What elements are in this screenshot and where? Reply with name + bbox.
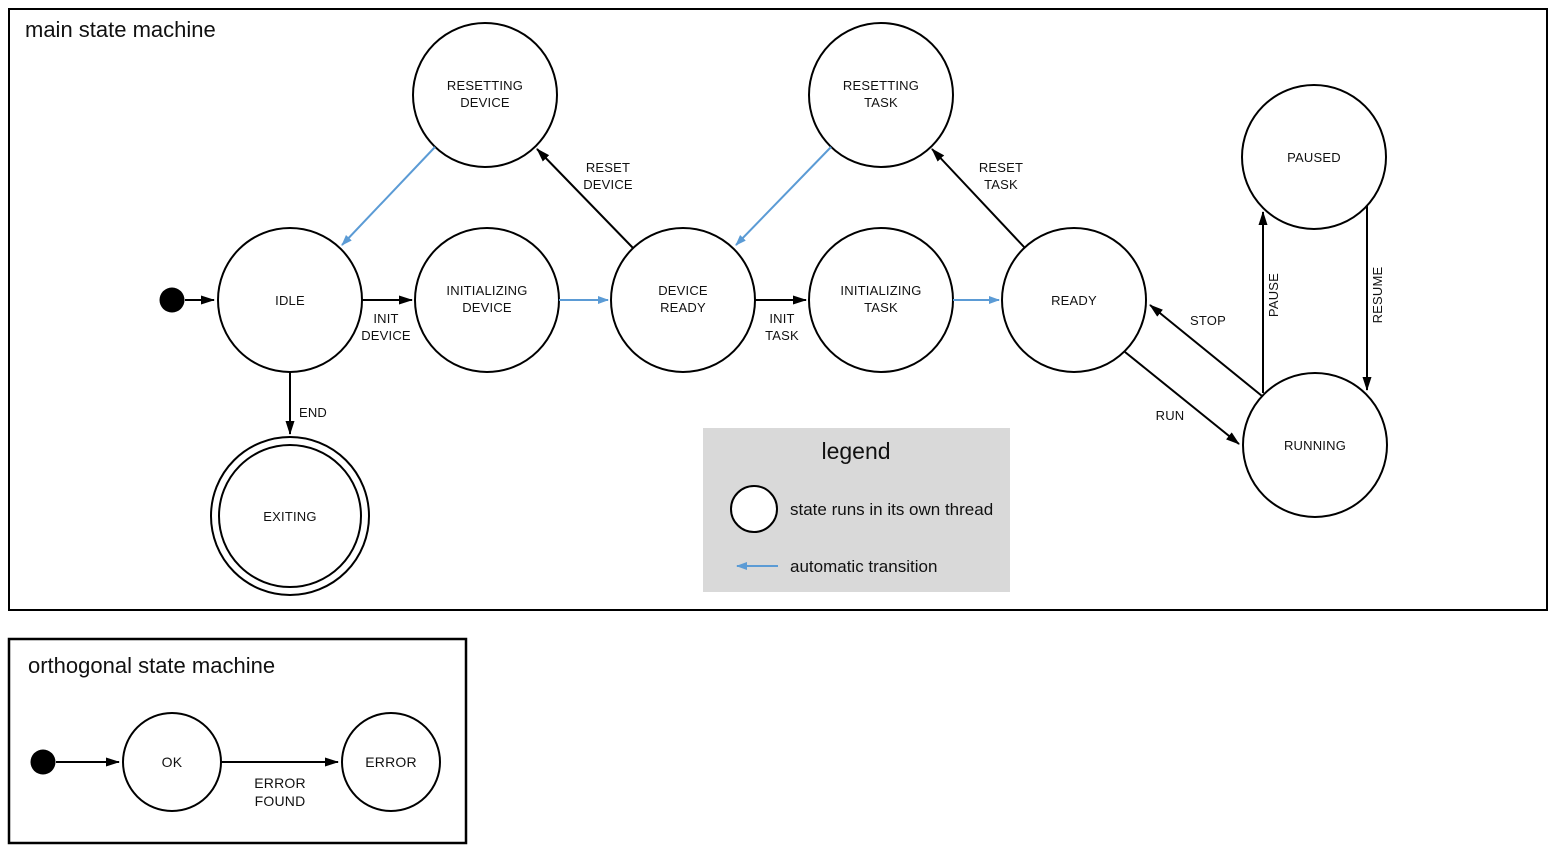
transition-reset-task — [931, 148, 1026, 249]
state-resetting-task — [808, 22, 954, 168]
state-resetting-device — [412, 22, 558, 168]
state-initializing-device-label-line2: DEVICE — [462, 300, 512, 315]
transition-error-found-label-line2: FOUND — [255, 793, 306, 809]
state-exiting-label: EXITING — [263, 509, 316, 524]
state-resetting-device-label-line1: RESETTING — [447, 78, 523, 93]
transition-reset-task-label-line1: RESET — [979, 160, 1023, 175]
transition-run — [1124, 351, 1240, 445]
state-resetting-device-label-line2: DEVICE — [460, 95, 510, 110]
orthogonal-machine-title: orthogonal state machine — [28, 653, 275, 678]
state-ready — [1001, 227, 1147, 373]
transition-stop — [1149, 304, 1263, 397]
state-initializing-task-label-line2: TASK — [864, 300, 898, 315]
transition-stop-label: STOP — [1190, 313, 1226, 328]
state-idle-label: IDLE — [275, 293, 305, 308]
transition-error-found-label-line1: ERROR — [254, 775, 306, 791]
legend-thread-state-icon — [730, 485, 778, 533]
transition-init-device-label-line1: INIT — [373, 311, 398, 326]
state-error — [341, 712, 441, 812]
main-machine-title: main state machine — [25, 17, 216, 42]
transition-reset-task-label-line2: TASK — [984, 177, 1018, 192]
transition-run-label: RUN — [1156, 408, 1185, 423]
state-ready-label: READY — [1051, 293, 1097, 308]
legend: legend state runs in its own thread auto… — [703, 428, 1010, 592]
auto-transition-resetting-task-to-device-ready — [735, 146, 832, 246]
transition-end-label: END — [299, 405, 327, 420]
legend-auto-transition-label: automatic transition — [790, 557, 937, 576]
transition-resume-label: RESUME — [1370, 266, 1385, 323]
state-running — [1242, 372, 1388, 518]
state-error-label: ERROR — [365, 754, 417, 770]
orthogonal-initial-state-dot — [30, 749, 56, 775]
state-running-label: RUNNING — [1284, 438, 1346, 453]
state-exiting — [218, 444, 362, 588]
state-resetting-task-label-line2: TASK — [864, 95, 898, 110]
state-initializing-task-label-line1: INITIALIZING — [840, 283, 921, 298]
main-state-machine-group: main state machine IDLE INITIALIZING — [8, 8, 1548, 611]
legend-title: legend — [821, 438, 890, 464]
state-device-ready-label-line2: READY — [660, 300, 706, 315]
state-initializing-device-label-line1: INITIALIZING — [446, 283, 527, 298]
state-resetting-task-label-line1: RESETTING — [843, 78, 919, 93]
state-device-ready-label-line1: DEVICE — [658, 283, 708, 298]
transition-init-task-label-line2: TASK — [765, 328, 799, 343]
transition-reset-device-label-line1: RESET — [586, 160, 630, 175]
transition-reset-device — [536, 148, 634, 249]
legend-thread-state-label: state runs in its own thread — [790, 500, 993, 519]
transition-pause-label: PAUSE — [1266, 273, 1281, 317]
state-paused — [1241, 84, 1387, 230]
transition-reset-device-label-line2: DEVICE — [583, 177, 633, 192]
state-ok-label: OK — [162, 754, 183, 770]
auto-transition-resetting-device-to-idle — [341, 146, 436, 246]
initial-state-dot — [159, 287, 185, 313]
state-paused-label: PAUSED — [1287, 150, 1341, 165]
transition-init-device-label-line2: DEVICE — [361, 328, 411, 343]
transition-init-task-label-line1: INIT — [769, 311, 794, 326]
orthogonal-state-machine-group: orthogonal state machine OK ERROR ERROR … — [7, 637, 468, 845]
